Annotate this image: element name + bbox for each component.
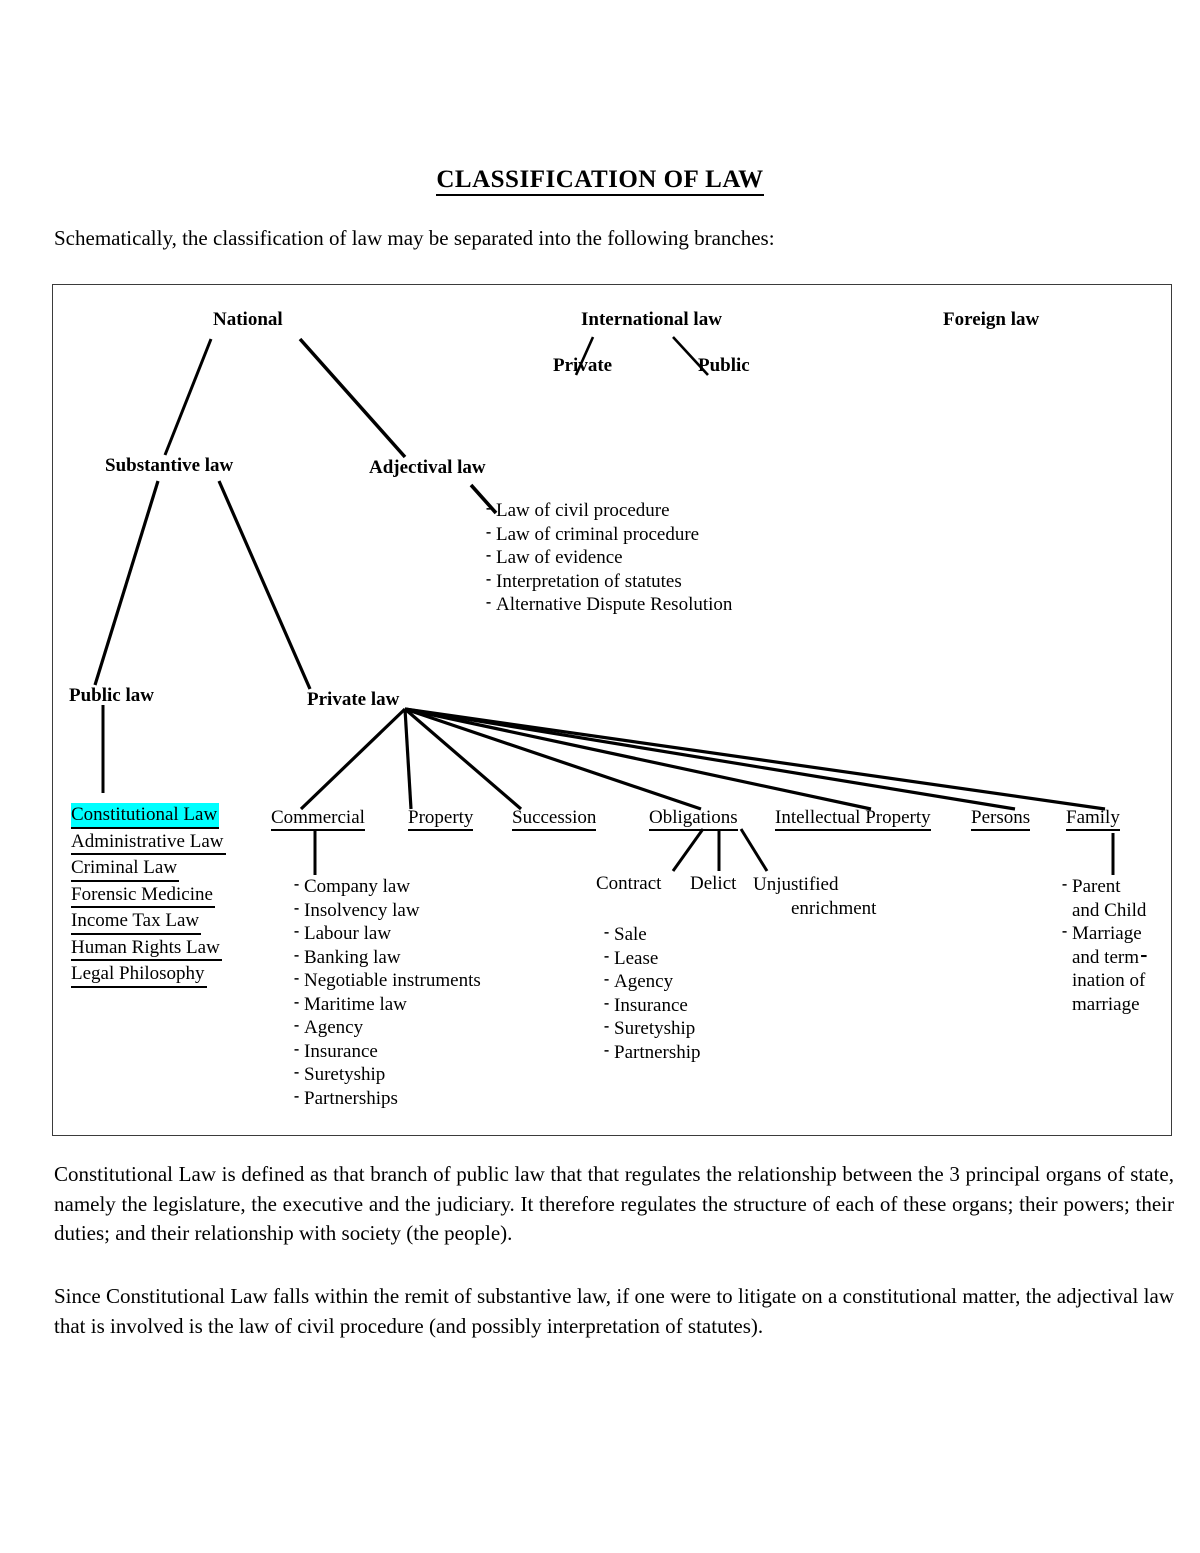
node-national: National (213, 309, 283, 330)
list-item: ⁃Agency (603, 971, 674, 992)
list-item: ⁃Partnerships (293, 1087, 398, 1109)
tick-icon: ⁃ (603, 927, 610, 942)
list-item-cont: marriage (1072, 993, 1140, 1015)
node-international-public: Public (698, 355, 750, 376)
branch-persons: Persons (971, 807, 1031, 831)
node-international-law: International law (581, 309, 722, 330)
node-unjustified-enrichment: Unjustified enrichment (753, 874, 877, 919)
page-title: CLASSIFICATION OF LAW (0, 166, 1200, 196)
body-paragraph-1: Constitutional Law is defined as that br… (54, 1162, 1174, 1245)
list-item: ⁃Banking law (293, 946, 401, 968)
list-item: ⁃Negotiable instruments (293, 970, 481, 991)
list-item: ⁃Parent (1061, 876, 1121, 897)
tick-icon: ⁃ (485, 597, 492, 612)
list-item: ‫⁃Law of civil procedure (485, 500, 670, 521)
tick-icon: ⁃ (485, 550, 492, 565)
list-item: ⁃Maritime law (293, 993, 407, 1015)
list-item: ⁃Interpretation of statutes (485, 570, 682, 592)
tick-icon: ⁃ (293, 949, 300, 965)
list-item: ⁃Suretyship (603, 1018, 696, 1039)
commercial-law-list: ⁃Company law ⁃Insolvency law ⁃Labour law… (293, 875, 481, 1110)
list-item: ⁃Alternative Dispute Resolution (485, 594, 733, 615)
tick-icon: ⁃ (485, 573, 492, 589)
tick-icon: ⁃ (603, 974, 610, 989)
node-contract: Contract (596, 873, 662, 894)
tick-icon: ⁃ (293, 902, 300, 918)
classification-diagram: National International law Private Publi… (52, 284, 1172, 1136)
public-law-item-human-rights: Human Rights Law (71, 936, 222, 961)
branch-property: Property (408, 807, 474, 831)
branch-commercial: Commercial (271, 807, 365, 831)
public-law-item-income-tax: Income Tax Law (71, 909, 202, 935)
list-item: ⁃Partnership (603, 1041, 701, 1063)
tick-icon: ⁃ (603, 997, 610, 1013)
tick-icon: ⁃ (603, 950, 610, 966)
public-law-item-constitutional: Constitutional Law (71, 803, 220, 829)
node-public-law: Public law (69, 685, 154, 706)
public-law-list: Constitutional Law Administrative Law Cr… (71, 803, 226, 989)
list-item-cont: ination of (1072, 970, 1146, 991)
tick-icon: ‫⁃ (485, 503, 492, 518)
page-title-text: CLASSIFICATION OF LAW (436, 166, 764, 196)
tick-icon: ⁃ (293, 1090, 300, 1106)
tick-icon: ⁃ (293, 879, 300, 894)
list-item: ⁃Insolvency law (293, 899, 420, 921)
tick-icon: ⁃ (293, 1067, 300, 1082)
node-private-law: Private law (307, 689, 400, 710)
public-law-item-forensic-medicine: Forensic Medicine (71, 883, 215, 908)
list-item: ⁃Agency (293, 1017, 364, 1038)
list-item: ⁃Insurance (603, 994, 688, 1016)
tick-icon: ⁃ (603, 1021, 610, 1036)
public-law-item-legal-philosophy: Legal Philosophy (71, 962, 207, 988)
branch-obligations: Obligations (649, 807, 738, 831)
node-foreign-law: Foreign law (943, 309, 1040, 330)
list-item: ⁃Law of criminal procedure (485, 523, 700, 545)
list-item: ⁃Labour law (293, 923, 392, 944)
public-law-item-administrative: Administrative Law (71, 830, 226, 855)
list-item: ⁃Suretyship (293, 1064, 386, 1085)
contract-list: ⁃Sale ⁃Lease ⁃Agency ⁃Insurance ⁃Suretys… (603, 923, 701, 1064)
list-item: ⁃Sale (603, 924, 647, 945)
branch-family: Family (1066, 807, 1120, 831)
adjectival-law-list: ‫⁃Law of civil procedure ⁃Law of crimina… (485, 499, 732, 617)
intro-paragraph: Schematically, the classification of law… (54, 226, 775, 250)
list-item-cont: and term⁃ (1072, 946, 1149, 968)
tick-icon: ⁃ (293, 996, 300, 1012)
tick-icon: ⁃ (603, 1044, 610, 1060)
node-international-private: Private (553, 355, 613, 376)
public-law-item-criminal: Criminal Law (71, 856, 180, 882)
node-substantive-law: Substantive law (105, 455, 234, 476)
list-item-cont: and Child (1072, 899, 1147, 921)
tick-icon: ⁃ (293, 973, 300, 988)
tick-icon: ⁃ (293, 1020, 300, 1035)
list-item: ⁃Lease (603, 947, 659, 969)
branch-succession: Succession (512, 807, 597, 831)
branch-intellectual-property: Intellectual Property (775, 807, 931, 831)
list-item: ⁃Insurance (293, 1040, 378, 1062)
node-delict: Delict (690, 873, 737, 894)
list-item: ⁃Law of evidence (485, 547, 623, 568)
list-item: ⁃Marriage (1061, 923, 1142, 944)
body-paragraph-2: Since Constitutional Law falls within th… (54, 1284, 1174, 1338)
family-law-list: ⁃Parent and Child ⁃Marriage and term⁃ in… (1061, 875, 1149, 1016)
tick-icon: ⁃ (485, 526, 492, 542)
tick-icon: ⁃ (293, 926, 300, 941)
list-item: ⁃Company law (293, 876, 411, 897)
node-adjectival-law: Adjectival law (369, 457, 486, 478)
tick-icon: ⁃ (1061, 879, 1068, 894)
tick-icon: ⁃ (293, 1043, 300, 1059)
tick-icon: ⁃ (1061, 926, 1068, 941)
